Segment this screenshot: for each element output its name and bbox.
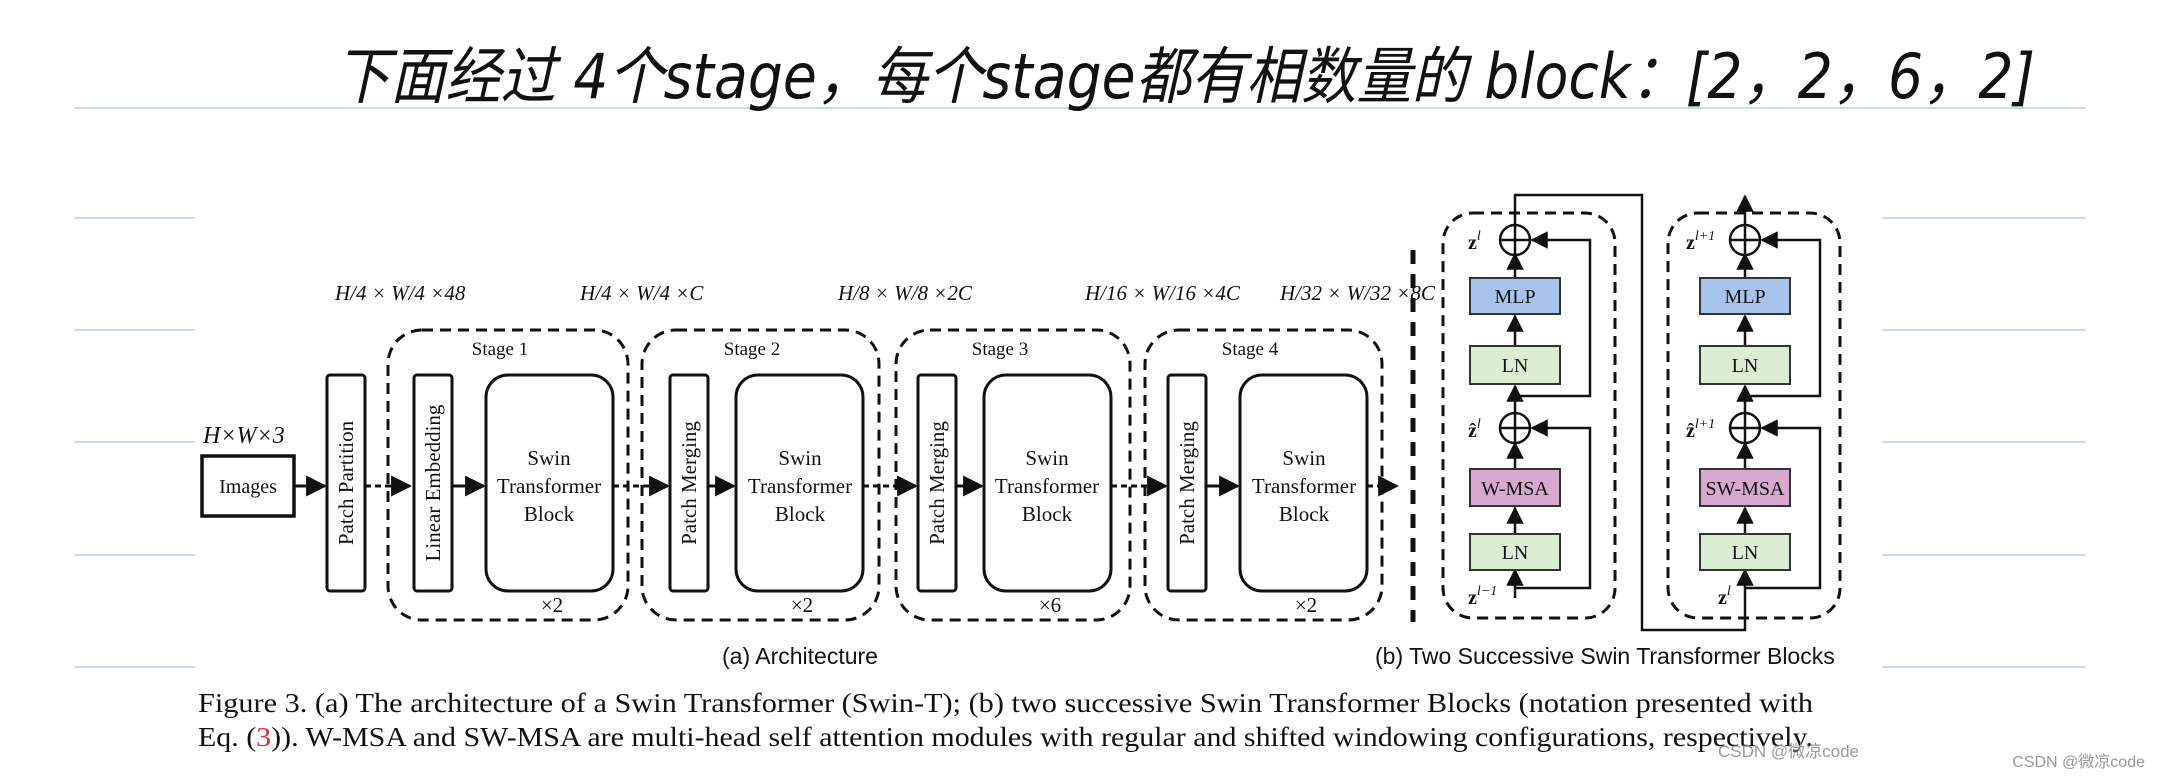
svg-text:ẑl: ẑl bbox=[1468, 417, 1481, 442]
dim-label-2: H/8 × W/8 ×2C bbox=[837, 281, 973, 305]
stage-4-embed: Patch Merging bbox=[1175, 421, 1199, 545]
ln-box-left-top bbox=[1469, 345, 1561, 385]
svg-text:zl−1: zl−1 bbox=[1468, 584, 1497, 609]
wmsa-box bbox=[1469, 468, 1561, 507]
stage-4: Stage 4 Patch Merging Swin Transformer B… bbox=[1143, 328, 1384, 622]
stage-1-title: Stage 1 bbox=[472, 339, 528, 360]
patch-partition-label: Patch Partition bbox=[334, 420, 358, 545]
stage-1-repeat: ×2 bbox=[541, 593, 563, 617]
blocks-caption: (b) Two Successive Swin Transformer Bloc… bbox=[1375, 643, 1835, 669]
svg-text:Swin: Swin bbox=[1025, 446, 1069, 470]
stage-4-title: Stage 4 bbox=[1222, 339, 1279, 360]
svg-text:MLP: MLP bbox=[1494, 286, 1535, 308]
ln-box-right-bottom bbox=[1699, 533, 1791, 571]
figure-caption: Figure 3. (a) The architecture of a Swin… bbox=[198, 688, 1814, 752]
caption-line-2: Eq. (3)). W-MSA and SW-MSA are multi-hea… bbox=[198, 722, 1813, 752]
swmsa-box bbox=[1699, 468, 1791, 507]
caption-line-1: Figure 3. (a) The architecture of a Swin… bbox=[198, 688, 1814, 718]
mlp-box-left bbox=[1469, 277, 1561, 315]
watermark-center: CSDN @微凉code bbox=[1718, 742, 1859, 761]
svg-text:LN: LN bbox=[1502, 355, 1529, 377]
svg-text:LN: LN bbox=[1502, 542, 1529, 564]
input-dims: H×W×3 bbox=[202, 423, 285, 449]
mlp-box-right bbox=[1699, 277, 1791, 315]
stage-3: Stage 3 Patch Merging Swin Transformer B… bbox=[894, 328, 1132, 622]
block-connector bbox=[1513, 193, 1747, 632]
stage-4-repeat: ×2 bbox=[1295, 593, 1317, 617]
svg-text:Transformer: Transformer bbox=[748, 474, 852, 498]
handwritten-note: 下面经过 4个stage，每个stage都有相数量的 block：[2，2，6，… bbox=[335, 40, 2035, 113]
svg-text:Block: Block bbox=[775, 502, 826, 526]
images-label: Images bbox=[219, 476, 277, 498]
dim-label-0: H/4 × W/4 ×48 bbox=[334, 281, 466, 305]
stage-3-repeat: ×6 bbox=[1039, 593, 1061, 617]
stage-1-embed: Linear Embedding bbox=[421, 404, 445, 561]
architecture-diagram: H×W×3 Images Patch Partition H/4 × W/4 ×… bbox=[200, 281, 1436, 669]
dim-label-4: H/32 × W/32 ×8C bbox=[1279, 281, 1436, 305]
block-right: MLP LN SW-MSA LN zl+1 ẑl+1 zl bbox=[1666, 194, 1842, 620]
watermark-corner: CSDN @微凉code bbox=[2012, 753, 2145, 771]
architecture-caption: (a) Architecture bbox=[722, 643, 878, 669]
images-box bbox=[200, 454, 296, 518]
svg-text:zl: zl bbox=[1468, 229, 1481, 254]
stage-2-repeat: ×2 bbox=[791, 593, 813, 617]
svg-text:Transformer: Transformer bbox=[995, 474, 1099, 498]
svg-text:MLP: MLP bbox=[1724, 286, 1765, 308]
svg-text:Block: Block bbox=[524, 502, 575, 526]
stage-3-title: Stage 3 bbox=[972, 339, 1028, 360]
ruled-lines bbox=[75, 107, 2085, 668]
ln-box-right-top bbox=[1699, 345, 1791, 385]
svg-text:zl: zl bbox=[1718, 584, 1731, 609]
svg-text:ẑl+1: ẑl+1 bbox=[1686, 417, 1715, 442]
stage-1: Stage 1 Linear Embedding Swin Transforme… bbox=[386, 328, 630, 622]
successive-blocks: MLP LN W-MSA LN zl ẑl zl−1 bbox=[1375, 193, 1842, 669]
svg-text:W-MSA: W-MSA bbox=[1481, 478, 1549, 500]
svg-text:Transformer: Transformer bbox=[497, 474, 601, 498]
equation-ref-link: 3 bbox=[256, 722, 271, 752]
svg-text:Transformer: Transformer bbox=[1252, 474, 1356, 498]
dim-label-1: H/4 × W/4 ×C bbox=[579, 281, 704, 305]
ln-box-left-bottom bbox=[1469, 533, 1561, 571]
svg-text:LN: LN bbox=[1732, 355, 1759, 377]
stage-2-title: Stage 2 bbox=[724, 339, 780, 360]
svg-text:SW-MSA: SW-MSA bbox=[1706, 478, 1785, 500]
svg-text:LN: LN bbox=[1732, 542, 1759, 564]
svg-text:Block: Block bbox=[1279, 502, 1330, 526]
dim-label-3: H/16 × W/16 ×4C bbox=[1084, 281, 1241, 305]
svg-text:zl+1: zl+1 bbox=[1686, 229, 1715, 254]
svg-text:Block: Block bbox=[1022, 502, 1073, 526]
svg-text:Swin: Swin bbox=[1282, 446, 1326, 470]
stage-2: Stage 2 Patch Merging Swin Transformer B… bbox=[640, 328, 881, 622]
stage-3-embed: Patch Merging bbox=[925, 421, 949, 545]
svg-text:Swin: Swin bbox=[778, 446, 822, 470]
block-left: MLP LN W-MSA LN zl ẑl zl−1 bbox=[1441, 211, 1617, 620]
svg-text:Swin: Swin bbox=[527, 446, 571, 470]
stage-2-embed: Patch Merging bbox=[677, 421, 701, 545]
